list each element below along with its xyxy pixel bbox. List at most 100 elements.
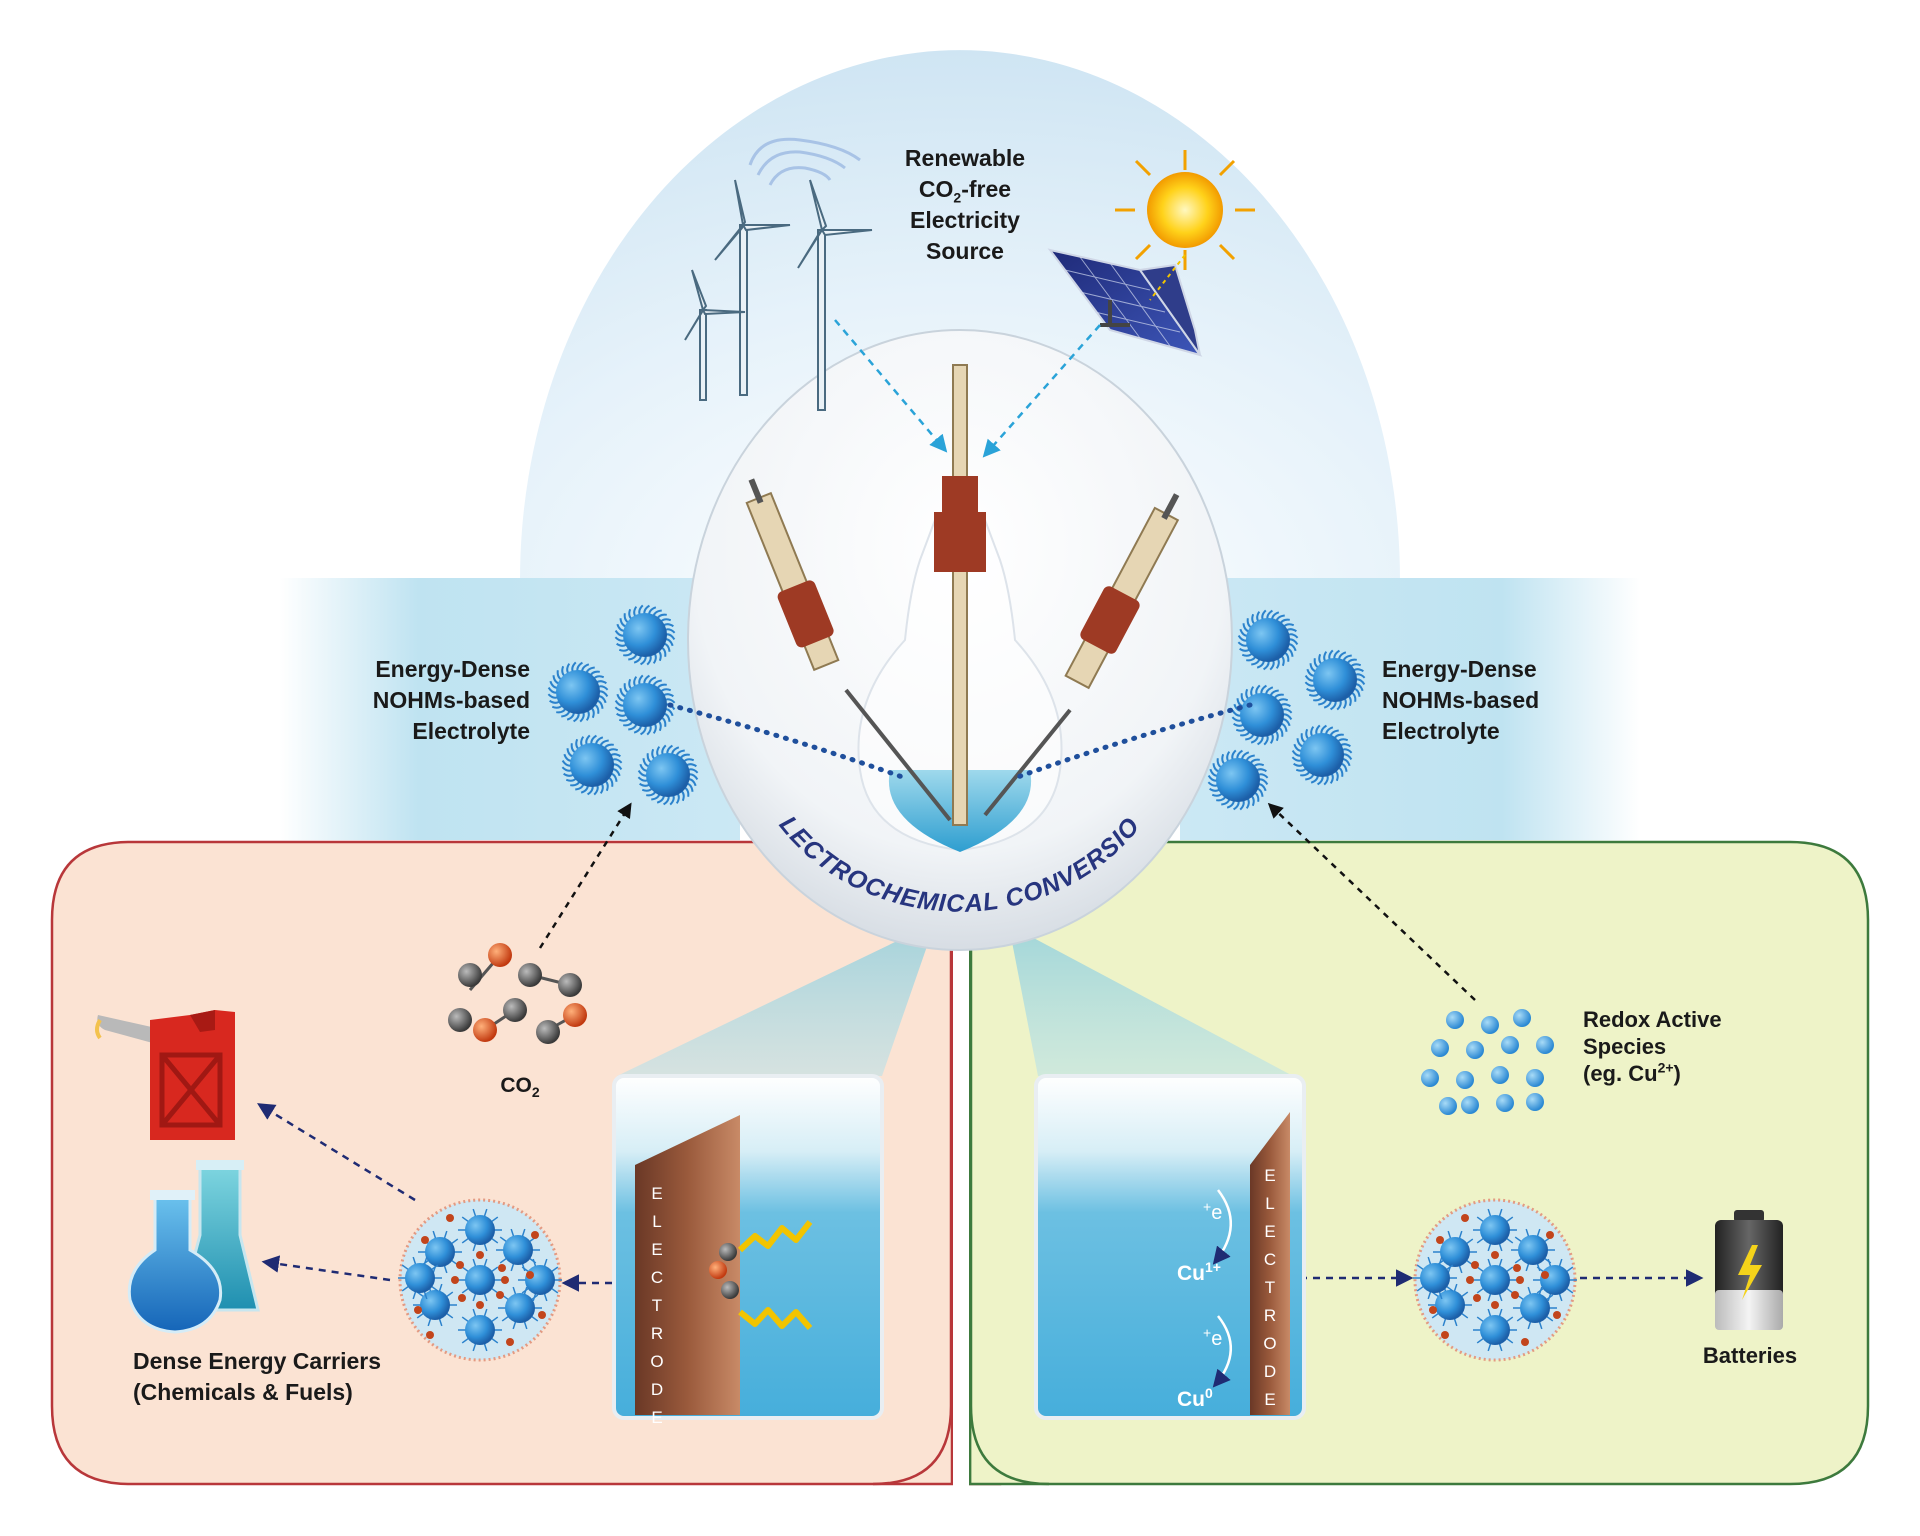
- co2-subscript: 2: [531, 1084, 540, 1101]
- nohm-particle-right-4: [1207, 749, 1269, 811]
- cu0-text: Cu: [1177, 1388, 1205, 1411]
- jerrycan-icon: [95, 1010, 235, 1140]
- electrode-letter: E: [651, 1240, 663, 1259]
- energy-carrier-particle: [398, 1198, 562, 1362]
- redox-ion-4: [1466, 1041, 1484, 1059]
- redox-species-icon: [1421, 1009, 1554, 1115]
- redox-label: Redox Active Species (eg. Cu2+): [1583, 1006, 1803, 1087]
- source-line1: Renewable: [904, 145, 1026, 171]
- electron-sign-2: +: [1203, 1324, 1212, 1341]
- redox-line1: Redox Active: [1583, 1007, 1722, 1032]
- redox-ion-0: [1446, 1011, 1464, 1029]
- electrolyte-right-label: Energy-Dense NOHMs-based Electrolyte: [1382, 654, 1602, 747]
- electron-text-1: e: [1211, 1202, 1223, 1224]
- source-co2-subscript: 2: [953, 189, 962, 206]
- redox-ion-12: [1496, 1094, 1514, 1112]
- redox-ion-10: [1526, 1069, 1544, 1087]
- nohm-particle-right-3: [1291, 724, 1353, 786]
- solar-panel-icon: [1047, 248, 1203, 357]
- flask-icon: [127, 1160, 260, 1334]
- co2-text: CO: [500, 1074, 532, 1097]
- batteries-label: Batteries: [1702, 1343, 1798, 1368]
- cu1-text: Cu: [1177, 1262, 1205, 1285]
- electrode-letter: L: [652, 1212, 662, 1231]
- power-arrow-wind: [834, 319, 948, 453]
- electron-label-1: +e: [1203, 1198, 1222, 1229]
- electrolyte-right-line3: Electrolyte: [1382, 718, 1500, 744]
- electron-arrow-2: [1212, 1315, 1232, 1388]
- electrode-letter: T: [1264, 1278, 1276, 1297]
- electrolyte-left-label: Energy-Dense NOHMs-based Electrolyte: [330, 654, 530, 747]
- electrolyte-right-line2: NOHMs-based: [1382, 687, 1540, 713]
- electrode-letter: E: [651, 1184, 663, 1203]
- electron-label-2: +e: [1203, 1324, 1222, 1355]
- nohm-particle-right-2: [1231, 684, 1293, 746]
- inset-box-right: [1034, 1074, 1306, 1420]
- redox-ion-7: [1421, 1069, 1439, 1087]
- redox-ion-2: [1513, 1009, 1531, 1027]
- redox-eg-text: (eg. Cu: [1583, 1061, 1658, 1086]
- electrode-letter: R: [650, 1324, 664, 1343]
- zoom-beam-left: [617, 880, 950, 1076]
- inset-box-left: [612, 1074, 884, 1420]
- wind-turbine-icon: [684, 179, 873, 411]
- electrode-letter: E: [1264, 1166, 1276, 1185]
- panel-right-frame: [969, 842, 1050, 1486]
- redox-ion-1: [1481, 1016, 1499, 1034]
- carriers-line1: Dense Energy Carriers: [133, 1348, 382, 1374]
- nohm-particle-left-0: [614, 604, 676, 666]
- electrolyte-right-line1: Energy-Dense: [1382, 656, 1537, 682]
- panel-left-frame: [872, 842, 953, 1486]
- source-label: Renewable CO2-free Electricity Source: [880, 143, 1050, 267]
- nohm-particle-left-2: [614, 674, 676, 736]
- source-line4: Source: [926, 238, 1004, 264]
- electrolyte-link-right: [1012, 702, 1253, 781]
- electrode-letter: C: [1263, 1250, 1277, 1269]
- nohm-particle-right-1: [1304, 649, 1366, 711]
- electrode-letter: E: [651, 1408, 663, 1427]
- redox-charge: 2+: [1657, 1059, 1674, 1076]
- electrolyte-link-left: [667, 702, 908, 781]
- source-line2: CO2-free: [880, 174, 1050, 205]
- power-arrow-solar: [982, 324, 1101, 458]
- redox-ion-13: [1526, 1093, 1544, 1111]
- electrode-letter: E: [1264, 1222, 1276, 1241]
- electron-sign-1: +: [1203, 1198, 1212, 1215]
- electrode-letter: T: [651, 1296, 663, 1315]
- redox-ion-5: [1501, 1036, 1519, 1054]
- carriers-label: Dense Energy Carriers (Chemicals & Fuels…: [133, 1346, 453, 1408]
- electrolyte-left-line2: NOHMs-based: [372, 687, 530, 713]
- redox-ion-11: [1461, 1096, 1479, 1114]
- electrode-letter: D: [650, 1380, 664, 1399]
- arrow-to-chemicals: [261, 1255, 391, 1282]
- battery-icon: [1715, 1210, 1783, 1330]
- arrow-to-fuel: [257, 1103, 416, 1202]
- electrode-letter: O: [650, 1352, 664, 1371]
- redox-ion-14: [1439, 1097, 1457, 1115]
- cu0-label: Cu0: [1177, 1384, 1213, 1415]
- cu0-charge: 0: [1205, 1385, 1213, 1401]
- source-line3: Electricity: [910, 207, 1020, 233]
- redox-ion-6: [1536, 1036, 1554, 1054]
- zoom-beam-right: [1000, 880, 1293, 1076]
- co2-molecule-icon: [448, 943, 587, 1044]
- electrode-letter: E: [1264, 1390, 1276, 1409]
- source-co2-text: CO: [918, 176, 954, 202]
- sun-icon: [1115, 150, 1255, 270]
- electrolyte-left-line3: Electrolyte: [412, 718, 530, 744]
- redox-ion-9: [1491, 1066, 1509, 1084]
- redox-ion-8: [1456, 1071, 1474, 1089]
- electron-text-2: e: [1211, 1328, 1223, 1350]
- cu1-charge: 1+: [1205, 1259, 1221, 1275]
- nohm-particle-left-4: [637, 744, 699, 806]
- electrode-letter: C: [650, 1268, 664, 1287]
- reaction-zigzag: [737, 1220, 813, 1330]
- redox-close-paren: ): [1673, 1061, 1681, 1086]
- cu1-label: Cu1+: [1177, 1258, 1221, 1289]
- redox-line3: (eg. Cu2+): [1583, 1060, 1803, 1087]
- nohm-particle-left-1: [547, 661, 609, 723]
- nohm-particle-right-0: [1237, 609, 1299, 671]
- co2-label: CO2: [480, 1070, 560, 1101]
- charged-particle: [1413, 1198, 1577, 1362]
